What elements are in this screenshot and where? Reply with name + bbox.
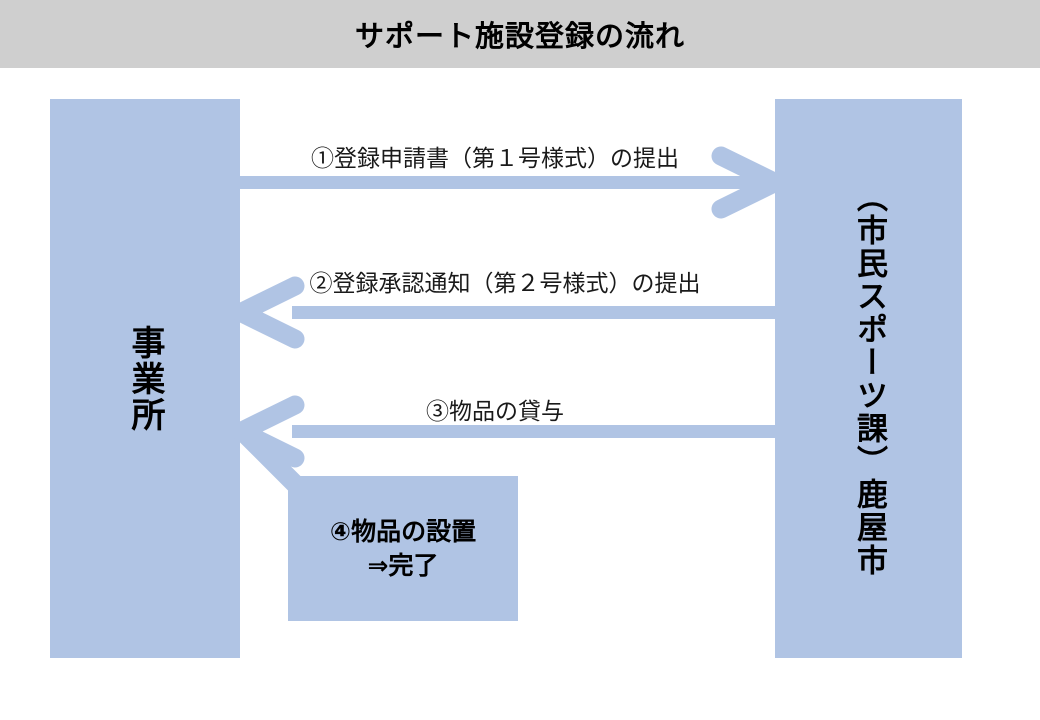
flow-label-step-3: ③物品の貸与 [426,399,564,425]
page-title: サポート施設登録の流れ [354,19,685,53]
header-band [0,0,1040,68]
flow-label-step-2: ②登録承認通知（第２号様式）の提出 [309,271,701,297]
lane-city [775,99,962,658]
lane-label-city-subtext: （市民スポーツ課） [851,180,887,478]
lane-label-business: 事業所 [50,99,240,658]
lane-label-city-maintext: 鹿屋市 [851,477,887,577]
lane-label-business-text: 事業所 [125,324,165,433]
flow-label-step-1: ①登録申請書（第１号様式）の提出 [311,146,679,172]
lane-label-city: （市民スポーツ課） 鹿屋市 [775,99,962,658]
step-box-installation: ④物品の設置 ⇒完了 [288,476,518,621]
step-box-line-1: ④物品の設置 [329,516,477,546]
step-box-line-2: ⇒完了 [367,550,439,580]
lane-business [50,99,240,658]
